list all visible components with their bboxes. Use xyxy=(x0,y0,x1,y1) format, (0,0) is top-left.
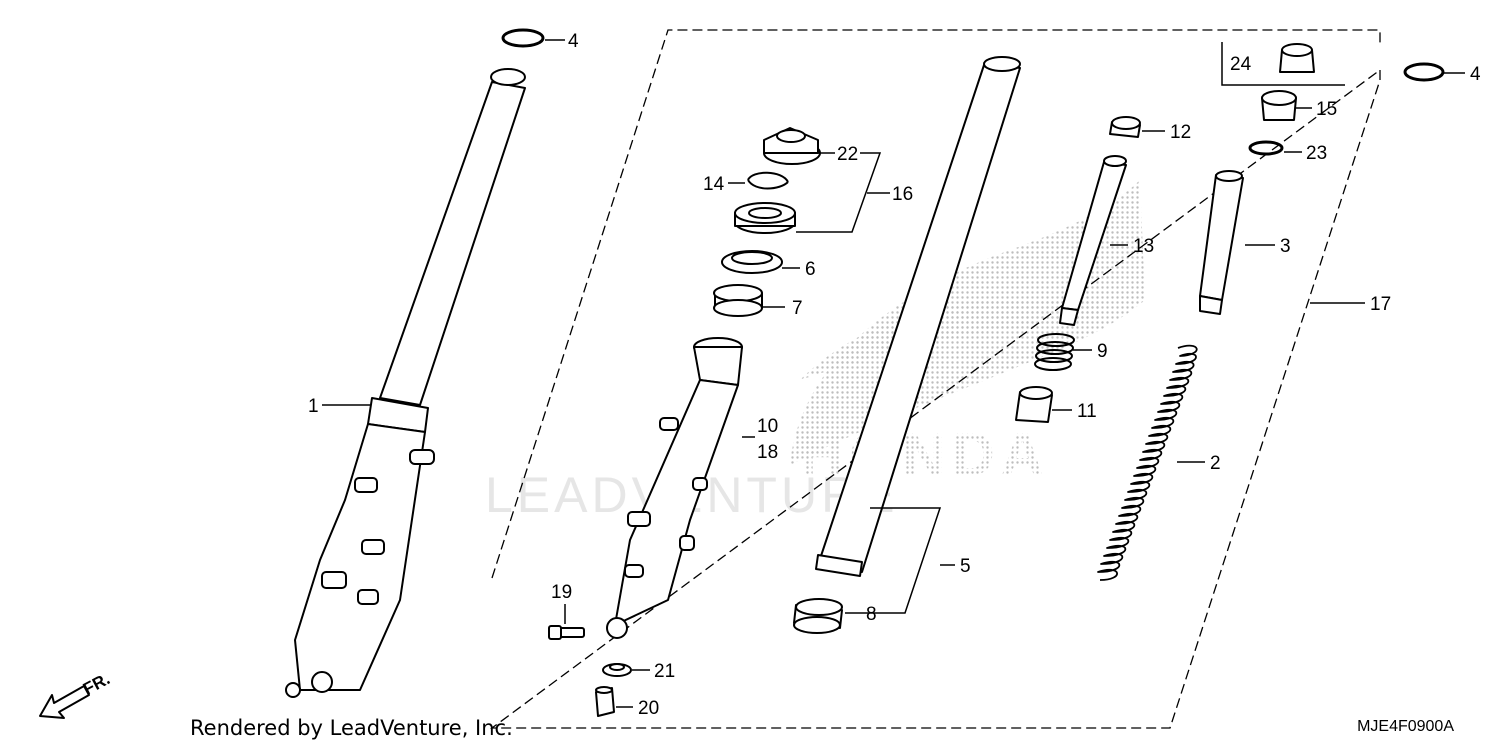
callout-3: 3 xyxy=(1280,236,1291,257)
rendered-by-credit: Rendered by LeadVenture, Inc. xyxy=(190,716,513,740)
callout-18: 18 xyxy=(757,442,778,463)
callout-labels: 4 4 1 22 16 14 6 7 10 18 12 13 9 11 24 1… xyxy=(308,31,1481,719)
part-20-bolt xyxy=(595,686,615,717)
callout-24: 24 xyxy=(1230,54,1252,75)
callout-2: 2 xyxy=(1210,453,1221,474)
part-4-clip-left xyxy=(501,28,545,48)
honda-logo-text: HONDA xyxy=(800,421,1050,488)
part-23-o-ring xyxy=(1248,140,1284,156)
leader-lines xyxy=(322,39,1465,708)
callout-17: 17 xyxy=(1370,294,1391,315)
part-10-fork-slider xyxy=(606,337,743,639)
callout-19: 19 xyxy=(551,582,572,603)
callout-1: 1 xyxy=(308,396,319,417)
diagram-code: MJE4F0900A xyxy=(1357,718,1454,735)
callout-12: 12 xyxy=(1170,122,1191,143)
callout-13: 13 xyxy=(1133,236,1154,257)
callout-20: 20 xyxy=(638,698,659,719)
callout-11: 11 xyxy=(1077,401,1097,422)
part-7-slider-bushing xyxy=(713,284,763,317)
part-6-backup-ring xyxy=(721,250,783,274)
assembly-boundary xyxy=(490,29,1381,729)
callout-10: 10 xyxy=(757,416,778,437)
part-16-oil-seal xyxy=(734,202,796,234)
part-12-collar xyxy=(1109,116,1141,138)
bracket-24 xyxy=(1221,42,1345,86)
part-14-stopper-ring xyxy=(747,171,789,190)
part-3-spacer xyxy=(1199,170,1244,315)
callout-22: 22 xyxy=(837,144,858,165)
callout-5: 5 xyxy=(960,556,971,577)
part-8-bushing xyxy=(793,598,843,634)
callout-15: 15 xyxy=(1316,99,1337,120)
part-2-fork-spring xyxy=(1097,344,1198,581)
callout-7: 7 xyxy=(792,298,803,319)
part-19-bolt xyxy=(548,625,585,640)
part-13-damper-rod xyxy=(1059,155,1127,326)
callout-4-left: 4 xyxy=(568,31,579,52)
callout-9: 9 xyxy=(1097,341,1108,362)
callout-16: 16 xyxy=(892,184,913,205)
callout-8: 8 xyxy=(866,604,877,625)
part-1-fork-assembly xyxy=(285,68,526,698)
callout-21: 21 xyxy=(654,661,675,682)
part-21-washer xyxy=(602,663,632,677)
front-direction-arrow xyxy=(39,685,90,719)
part-11-oil-lock-piece xyxy=(1015,386,1053,423)
parts xyxy=(285,28,1445,717)
part-5-fork-pipe xyxy=(815,56,1021,577)
part-22-dust-seal xyxy=(763,127,821,165)
part-15-fork-bolt xyxy=(1261,90,1297,121)
callout-14: 14 xyxy=(703,174,725,195)
callout-6: 6 xyxy=(805,259,816,280)
part-9-rebound-spring xyxy=(1034,333,1075,371)
part-4-clip-right xyxy=(1403,62,1445,82)
part-24-cap xyxy=(1279,43,1315,73)
callout-23: 23 xyxy=(1306,143,1327,164)
callout-4-right: 4 xyxy=(1470,64,1481,85)
